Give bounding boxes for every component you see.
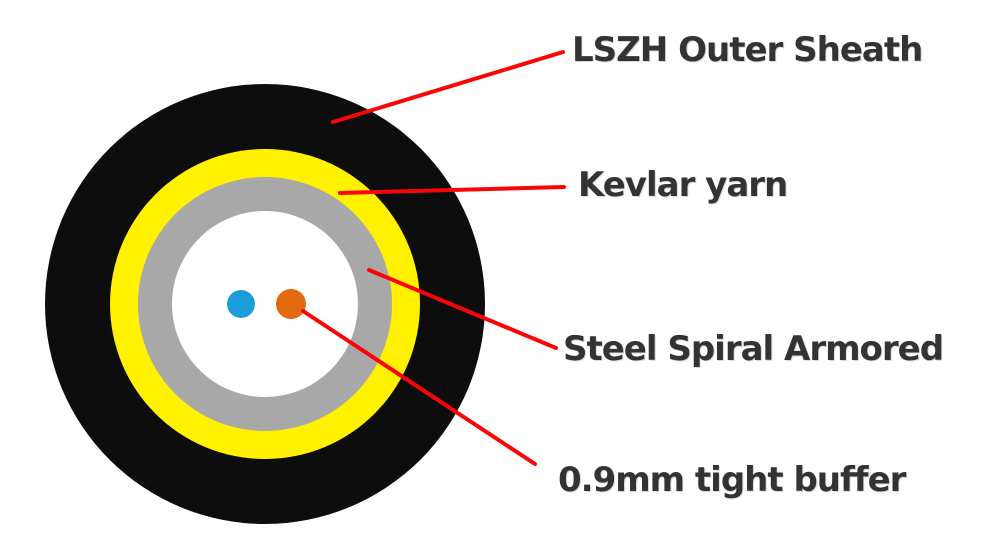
- label-kevlar-yarn: Kevlar yarn: [578, 165, 788, 205]
- label-lszh-outer-sheath: LSZH Outer Sheath: [572, 30, 923, 70]
- tight-buffer-dot-orange: [276, 289, 306, 319]
- leader-line-buffer: [301, 309, 537, 466]
- label-tight-buffer: 0.9mm tight buffer: [558, 460, 906, 500]
- leader-line-armor: [367, 268, 558, 350]
- fiber-dot-blue: [227, 290, 255, 318]
- label-steel-spiral-armored: Steel Spiral Armored: [563, 329, 944, 369]
- leader-line-kevlar: [338, 185, 566, 195]
- inner-core-disc: [172, 211, 358, 397]
- leader-line-outer-sheath: [331, 50, 565, 124]
